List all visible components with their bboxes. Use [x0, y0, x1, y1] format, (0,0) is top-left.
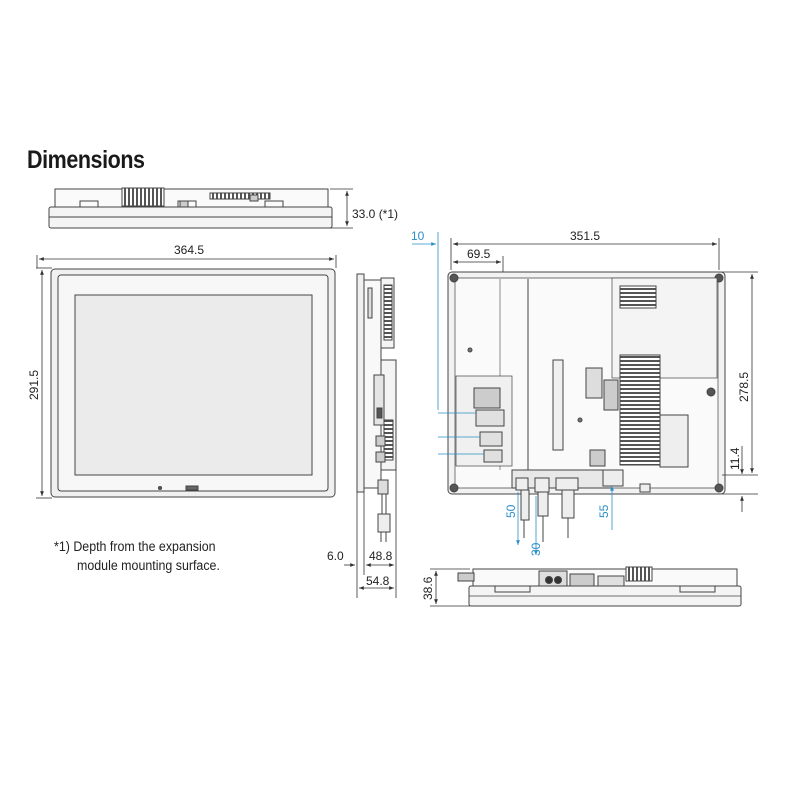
rear-top-dimensions — [412, 232, 720, 410]
front-height-dimension — [36, 267, 52, 499]
connector-50-label: 50 — [504, 504, 518, 518]
front-screen — [74, 294, 313, 476]
cable-lines — [438, 412, 484, 455]
front-width-dimension — [36, 255, 337, 268]
rear-view — [447, 271, 726, 495]
connector-dimensions — [516, 486, 614, 555]
front-width-label: 364.5 — [174, 243, 204, 257]
top-view — [48, 187, 333, 229]
rear-right-dimensions — [722, 271, 758, 512]
depth-dimension-top — [330, 188, 353, 229]
front-height-label: 291.5 — [27, 370, 41, 400]
rear-width-label: 351.5 — [570, 229, 600, 243]
rear-height-label: 278.5 — [737, 372, 751, 402]
side-dimensions — [344, 470, 397, 598]
footnote-line-1: *1) Depth from the expansion — [54, 539, 216, 554]
rear-left-label: 69.5 — [467, 247, 491, 261]
side-total-label: 54.8 — [366, 574, 390, 588]
rear-connectors — [515, 469, 651, 542]
rear-bottom-label: 11.4 — [728, 447, 742, 470]
footnote-line-2: module mounting surface. — [77, 558, 220, 573]
connector-55-label: 55 — [597, 504, 611, 518]
bottom-view — [457, 566, 742, 607]
front-view — [50, 268, 336, 498]
connector-30-label: 30 — [529, 542, 543, 556]
depth-label-top: 33.0 (*1) — [352, 207, 398, 221]
side-bezel-label: 6.0 — [327, 549, 344, 563]
bottom-depth-dimension — [430, 568, 470, 607]
side-view — [356, 273, 397, 542]
bottom-depth-label: 38.6 — [421, 576, 435, 600]
rear-offset-label: 10 — [411, 229, 425, 243]
page-title: Dimensions — [27, 146, 145, 174]
side-depth-label: 48.8 — [369, 549, 393, 563]
